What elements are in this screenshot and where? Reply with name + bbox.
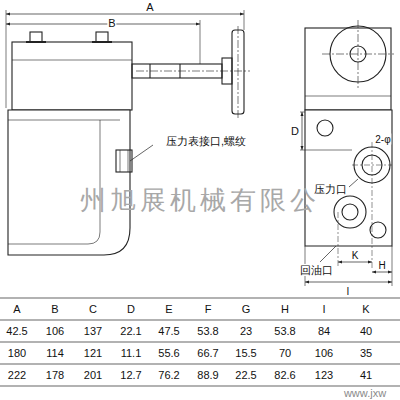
dimension-letter: K (351, 250, 360, 261)
table-header: H (281, 303, 289, 315)
table-cell: 178 (46, 369, 64, 381)
watermark: www.jxw (344, 387, 386, 399)
table-cell: 40 (360, 325, 372, 337)
table-header: A (13, 303, 20, 315)
table-header: B (51, 303, 58, 315)
table-cell: 123 (315, 369, 333, 381)
table-header: D (127, 303, 135, 315)
table-cell: 106 (315, 347, 333, 359)
table-cell: 47.5 (158, 325, 179, 337)
table-cell: 84 (318, 325, 330, 337)
table-cell: 12.7 (120, 369, 141, 381)
table-cell: 35 (360, 347, 372, 359)
dimension-letter: D (291, 125, 299, 137)
table-cell: 11.1 (121, 347, 142, 359)
table-cell: 114 (46, 347, 64, 359)
table-cell: 121 (84, 347, 102, 359)
table-cell: 222 (8, 369, 26, 381)
table-header: F (205, 303, 212, 315)
table-cell: 42.5 (6, 325, 27, 337)
table-cell: 180 (8, 347, 26, 359)
table-cell: 137 (84, 325, 102, 337)
table-header: G (242, 303, 251, 315)
table-cell: 15.5 (235, 347, 256, 359)
table-cell: 41 (360, 369, 372, 381)
table-cell: 201 (84, 369, 102, 381)
table-cell: 70 (279, 347, 291, 359)
table-cell: 55.6 (158, 347, 179, 359)
table-cell: 23 (240, 325, 252, 337)
table-cell: 53.8 (274, 325, 295, 337)
dimension-letter: H (377, 260, 386, 271)
callout-text: 回油口 (299, 264, 334, 276)
table-cell: 88.9 (197, 369, 218, 381)
table-cell: 53.8 (197, 325, 218, 337)
dimension-letter: I (347, 286, 350, 297)
table-header: C (89, 303, 97, 315)
callout-text: 2-φ (374, 134, 391, 145)
callout-text: 压力表接口,螺纹 (166, 135, 246, 147)
watermark: 州旭展机械有限公 (80, 186, 320, 215)
table-cell: 66.7 (197, 347, 218, 359)
table-cell: 22.1 (120, 325, 141, 337)
table-header: E (165, 303, 172, 315)
table-cell: 22.5 (235, 369, 256, 381)
table-header: K (362, 303, 369, 315)
table-cell: 76.2 (158, 369, 179, 381)
table-header: I (322, 303, 325, 315)
dimension-letter: B (107, 17, 116, 29)
table-cell: 106 (46, 325, 64, 337)
table-cell: 82.6 (274, 369, 295, 381)
dimension-letter: A (145, 1, 154, 13)
